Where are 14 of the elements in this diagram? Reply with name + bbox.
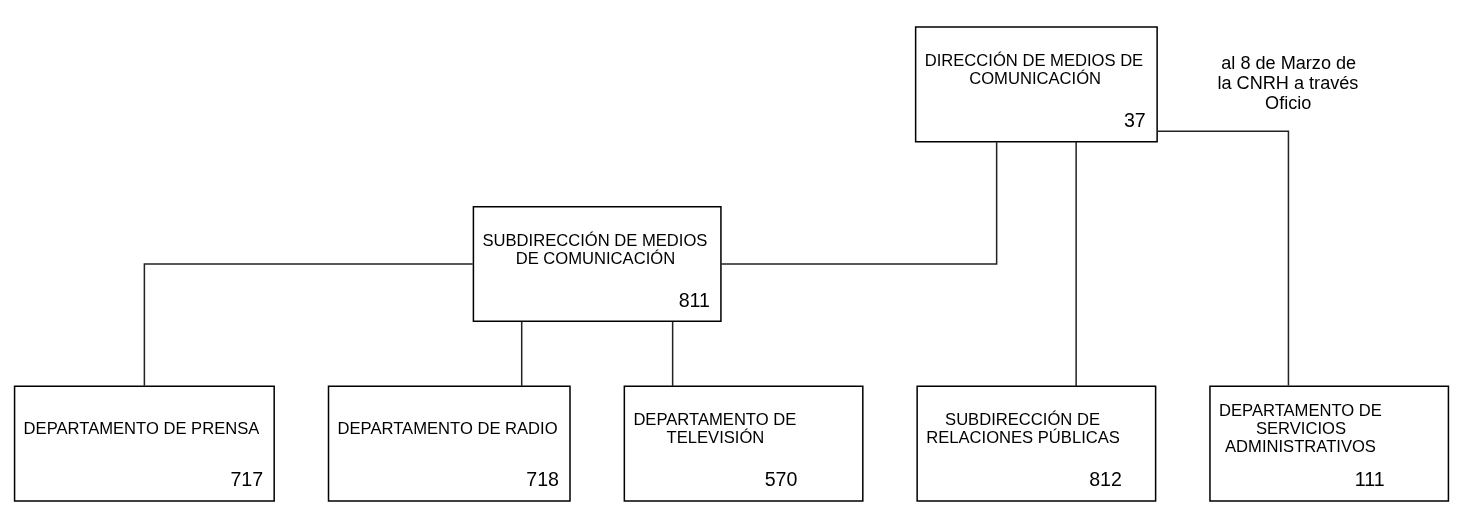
node-box: DIRECCIÓN DE MEDIOS DE COMUNICACIÓN 37 bbox=[914, 25, 1158, 142]
connector bbox=[1156, 129, 1290, 386]
connector bbox=[143, 262, 474, 387]
node-box: SUBDIRECCIÓN DE MEDIOS DE COMUNICACIÓN 811 bbox=[472, 205, 722, 322]
node-box: DEPARTAMENTO DE PRENSA 717 bbox=[13, 385, 275, 502]
label: al 8 de Marzo de la CNRH a través Oficio bbox=[1217, 52, 1359, 113]
connector bbox=[671, 320, 674, 387]
connector bbox=[1075, 140, 1077, 387]
connector bbox=[720, 140, 998, 265]
node-box: SUBDIRECCIÓN DE RELACIONES PÚBLICAS 812 bbox=[916, 385, 1157, 502]
connector bbox=[520, 320, 523, 387]
node-box: DEPARTAMENTO DE TELEVISIÓN 570 bbox=[623, 385, 864, 502]
node-box: DEPARTAMENTO DE SERVICIOS ADMINISTRATIVOS 111 bbox=[1209, 385, 1450, 502]
node-box: DEPARTAMENTO DE RADIO 718 bbox=[327, 385, 571, 502]
